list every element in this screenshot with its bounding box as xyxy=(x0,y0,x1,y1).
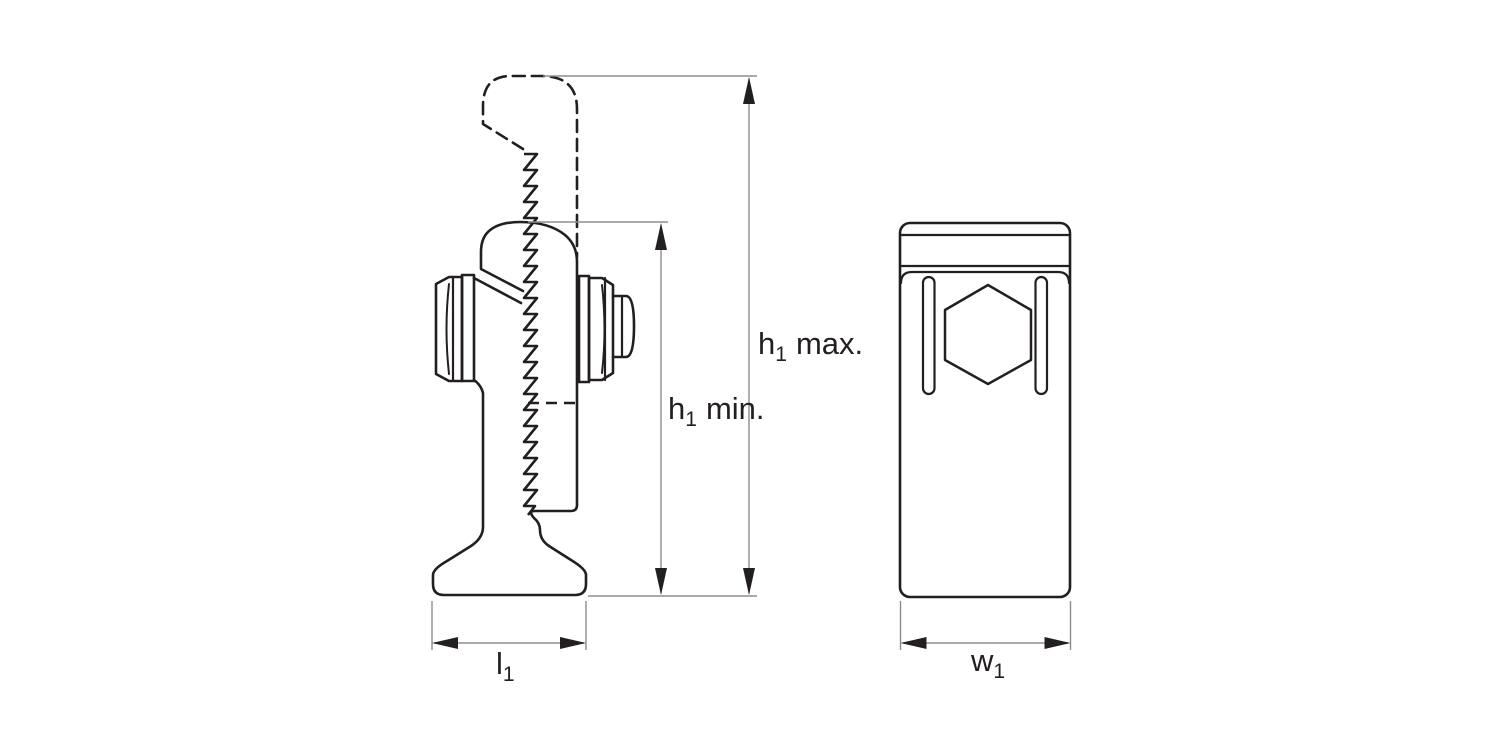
front-plate-outline xyxy=(898,221,1072,599)
arrowhead-left-icon xyxy=(432,637,458,649)
arrowhead-down-icon xyxy=(655,568,667,595)
clamp-body-outline xyxy=(431,220,588,597)
arrowhead-right-icon xyxy=(1044,637,1071,649)
arrowhead-up-icon xyxy=(655,223,667,250)
bolt-end xyxy=(611,294,636,359)
hook-dashed-outline xyxy=(481,74,579,259)
arrowhead-right-icon xyxy=(560,637,586,649)
right-nut-facet-arc xyxy=(601,284,606,374)
front-view xyxy=(898,221,1072,599)
left-washer xyxy=(460,273,476,383)
left-nut-facet-arc xyxy=(445,283,450,375)
hex-socket xyxy=(943,283,1033,386)
dimension-w1: w1 xyxy=(899,601,1072,683)
arrowhead-up-icon xyxy=(743,77,755,104)
jaw-lower-line xyxy=(472,276,523,305)
dimension-l1: l1 xyxy=(431,601,587,686)
arrowhead-left-icon xyxy=(900,637,927,649)
right-washer xyxy=(577,274,591,384)
left-nut xyxy=(434,275,464,383)
left-slot xyxy=(921,275,936,396)
rack-serration xyxy=(522,152,539,516)
dimension-label-w1: w1 xyxy=(970,643,1005,683)
right-nut xyxy=(587,276,615,382)
side-view xyxy=(431,74,636,597)
dimension-label-l1: l1 xyxy=(496,646,515,686)
front-band-line-lower xyxy=(899,270,1071,285)
arrowhead-down-icon xyxy=(743,568,755,595)
right-slot xyxy=(1034,275,1049,396)
